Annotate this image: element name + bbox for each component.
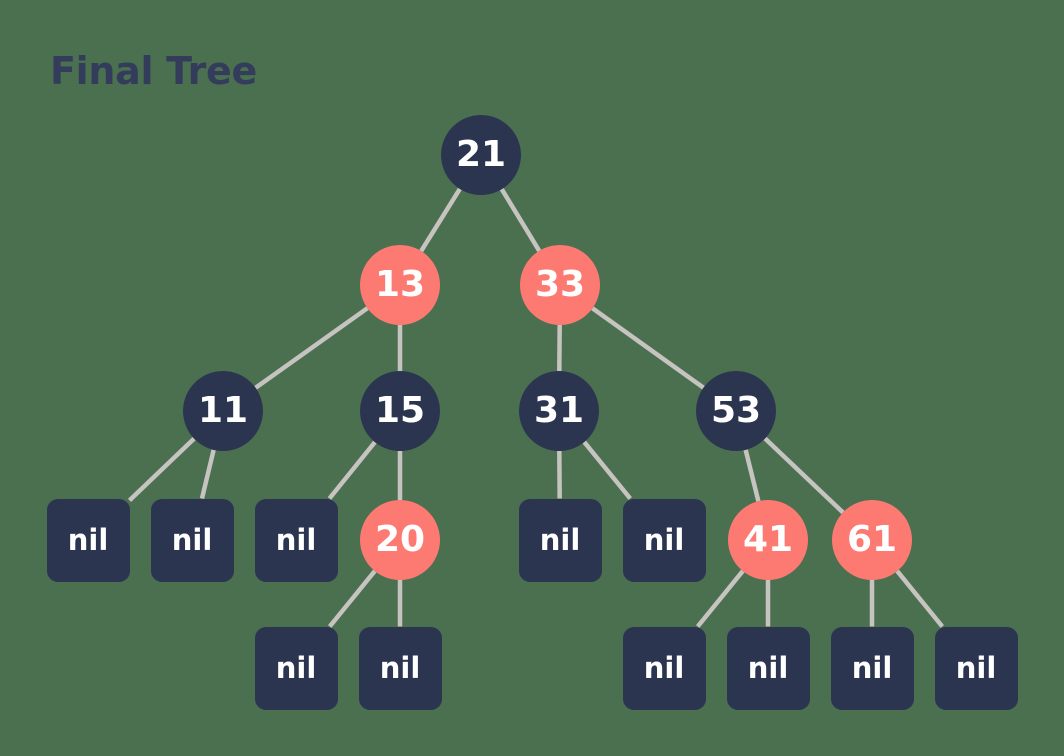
tree-nil-leaf[interactable]: nil xyxy=(830,626,914,710)
tree-edge xyxy=(127,437,196,502)
tree-node-13[interactable]: 13 xyxy=(360,245,440,325)
tree-edge xyxy=(591,306,705,390)
tree-nil-leaf[interactable]: nil xyxy=(150,498,234,582)
tree-nil-leaf[interactable]: nil xyxy=(622,626,706,710)
tree-edge xyxy=(254,306,369,390)
tree-node-33[interactable]: 33 xyxy=(520,245,600,325)
tree-nil-leaf[interactable]: nil xyxy=(46,498,130,582)
page-title: Final Tree xyxy=(50,49,257,93)
tree-edge xyxy=(582,440,632,500)
tree-node-11[interactable]: 11 xyxy=(183,371,263,451)
tree-nil-leaf[interactable]: nil xyxy=(934,626,1018,710)
tree-edge xyxy=(327,440,377,500)
tree-edge xyxy=(499,188,542,252)
tree-edge xyxy=(327,569,377,628)
tree-nil-leaf[interactable]: nil xyxy=(358,626,442,710)
tree-node-41[interactable]: 41 xyxy=(728,500,808,580)
tree-node-15[interactable]: 15 xyxy=(360,371,440,451)
tree-nil-leaf[interactable]: nil xyxy=(254,498,338,582)
tree-node-31[interactable]: 31 xyxy=(519,371,599,451)
tree-nil-leaf[interactable]: nil xyxy=(726,626,810,710)
tree-edge xyxy=(199,449,216,500)
tree-edge xyxy=(419,187,462,253)
tree-node-20[interactable]: 20 xyxy=(360,500,440,580)
tree-node-21[interactable]: 21 xyxy=(441,115,521,195)
tree-edge xyxy=(895,569,945,628)
tree-node-61[interactable]: 61 xyxy=(832,500,912,580)
tree-edge xyxy=(695,569,745,628)
tree-nil-leaf[interactable]: nil xyxy=(622,498,706,582)
tree-nil-leaf[interactable]: nil xyxy=(518,498,602,582)
tree-node-53[interactable]: 53 xyxy=(696,371,776,451)
tree-nil-leaf[interactable]: nil xyxy=(254,626,338,710)
tree-edge xyxy=(743,449,761,502)
